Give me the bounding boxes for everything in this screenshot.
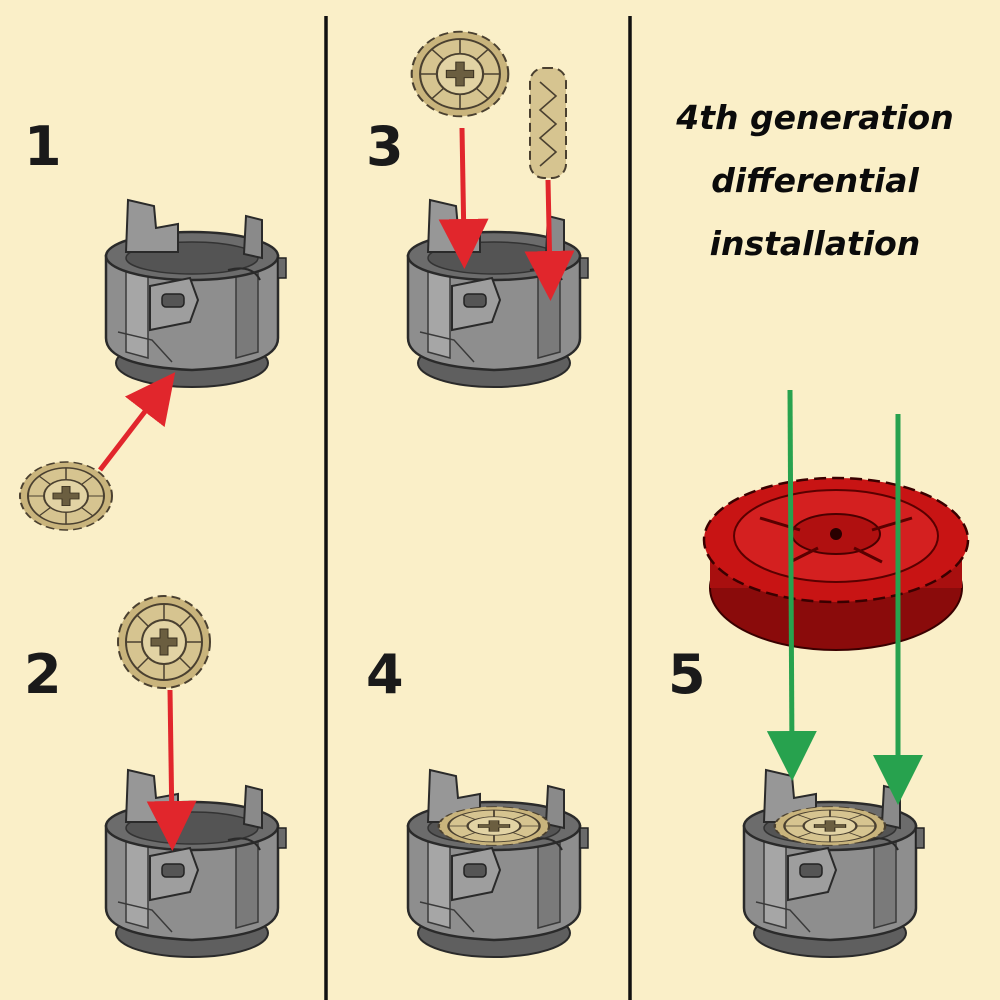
- step-5-arrow-left: [766, 389, 817, 781]
- step-3-bevel-gear-side: [529, 67, 567, 179]
- step-3-bevel-gear-top: [410, 30, 510, 118]
- step-2-bevel-gear: [117, 595, 211, 689]
- step-4-installed-gear: [437, 805, 551, 847]
- step-number-5: 5: [668, 643, 706, 706]
- step-3-arrow-left: [438, 127, 489, 269]
- title-line-2: differential: [711, 161, 919, 200]
- step-1-bevel-gear: [19, 460, 113, 532]
- step-number-4: 4: [366, 643, 404, 706]
- step-number-3: 3: [366, 115, 404, 178]
- step-3-housing: [406, 198, 590, 389]
- step-5-installed-gear: [773, 805, 887, 847]
- page-title: 4th generation differential installation: [660, 86, 970, 275]
- step-2-housing: [104, 768, 288, 959]
- step-number-2: 2: [24, 643, 62, 706]
- step-1-housing: [104, 198, 288, 389]
- step-4-housing: [406, 768, 590, 959]
- step-3-arrow-right: [524, 179, 575, 301]
- step-5-crown-gear: [702, 476, 970, 651]
- title-line-1: 4th generation: [676, 98, 954, 137]
- step-2-arrow: [146, 689, 197, 851]
- step-1-arrow: [98, 372, 176, 472]
- title-line-3: installation: [709, 224, 921, 263]
- step-number-1: 1: [24, 115, 62, 178]
- step-5-housing: [742, 768, 926, 959]
